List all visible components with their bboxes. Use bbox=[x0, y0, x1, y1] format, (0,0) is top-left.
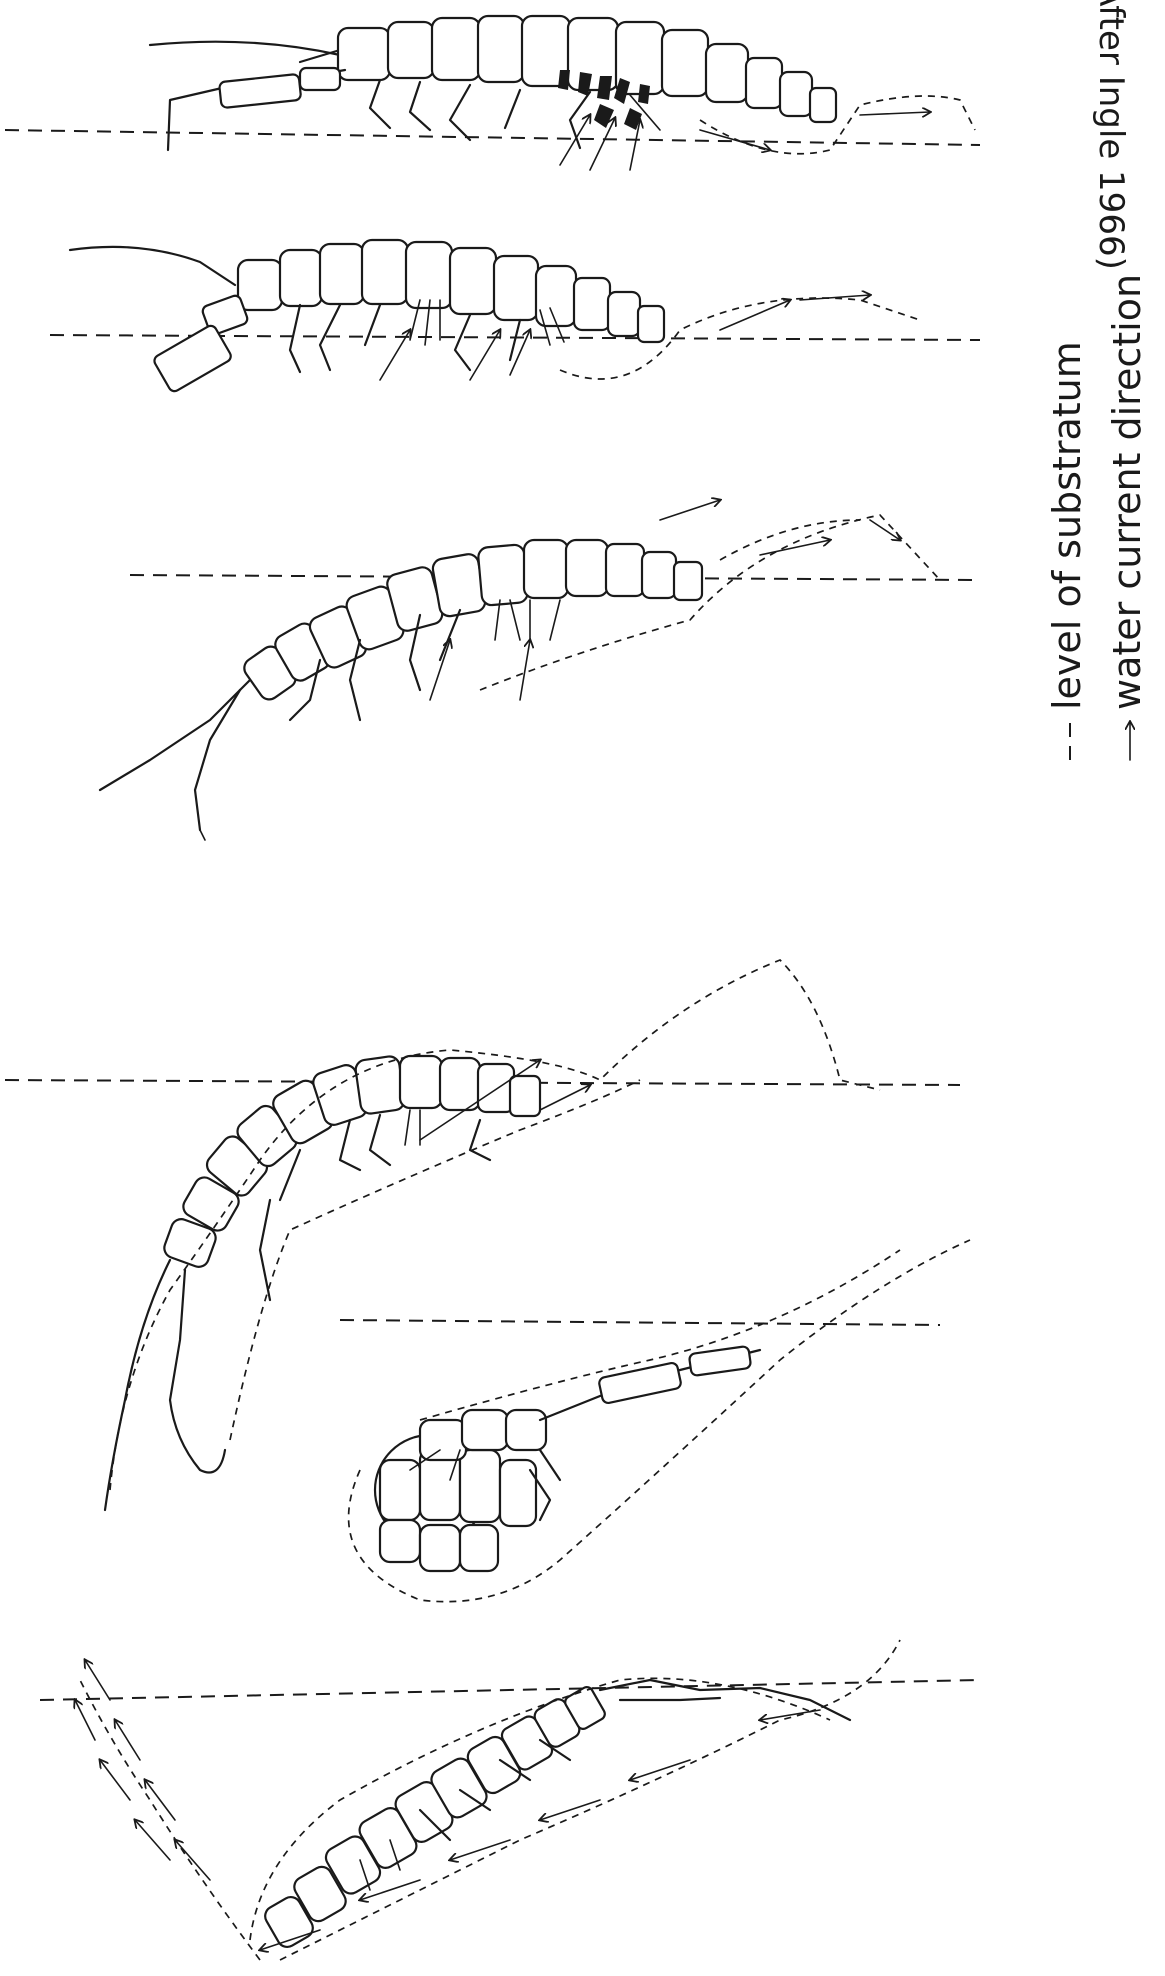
substratum-line-5 bbox=[340, 1320, 940, 1325]
stage-6 bbox=[40, 1640, 980, 1960]
stage-1 bbox=[5, 16, 980, 170]
amphipod-6 bbox=[75, 1640, 900, 1960]
stage-5 bbox=[340, 1240, 970, 1602]
legend-substratum: level of substratum bbox=[1045, 341, 1089, 760]
svg-text:(After Ingle 1966): (After Ingle 1966) bbox=[1091, 0, 1131, 270]
amphipod-1 bbox=[150, 16, 975, 170]
current-label: water current direction bbox=[1105, 274, 1149, 710]
stage-2 bbox=[50, 240, 980, 393]
legend-current: water current direction bbox=[1105, 274, 1149, 760]
stage-3 bbox=[100, 500, 980, 840]
amphipod-5 bbox=[349, 1240, 970, 1602]
amphipod-3 bbox=[100, 500, 940, 840]
substratum-label: level of substratum bbox=[1045, 341, 1089, 710]
legend: level of substratum water current direct… bbox=[1045, 274, 1149, 760]
figure-caption: (After Ingle 1966) bbox=[1091, 0, 1131, 270]
substratum-line-6 bbox=[40, 1680, 980, 1700]
substratum-line-1 bbox=[5, 130, 980, 145]
amphipod-2 bbox=[70, 240, 920, 393]
